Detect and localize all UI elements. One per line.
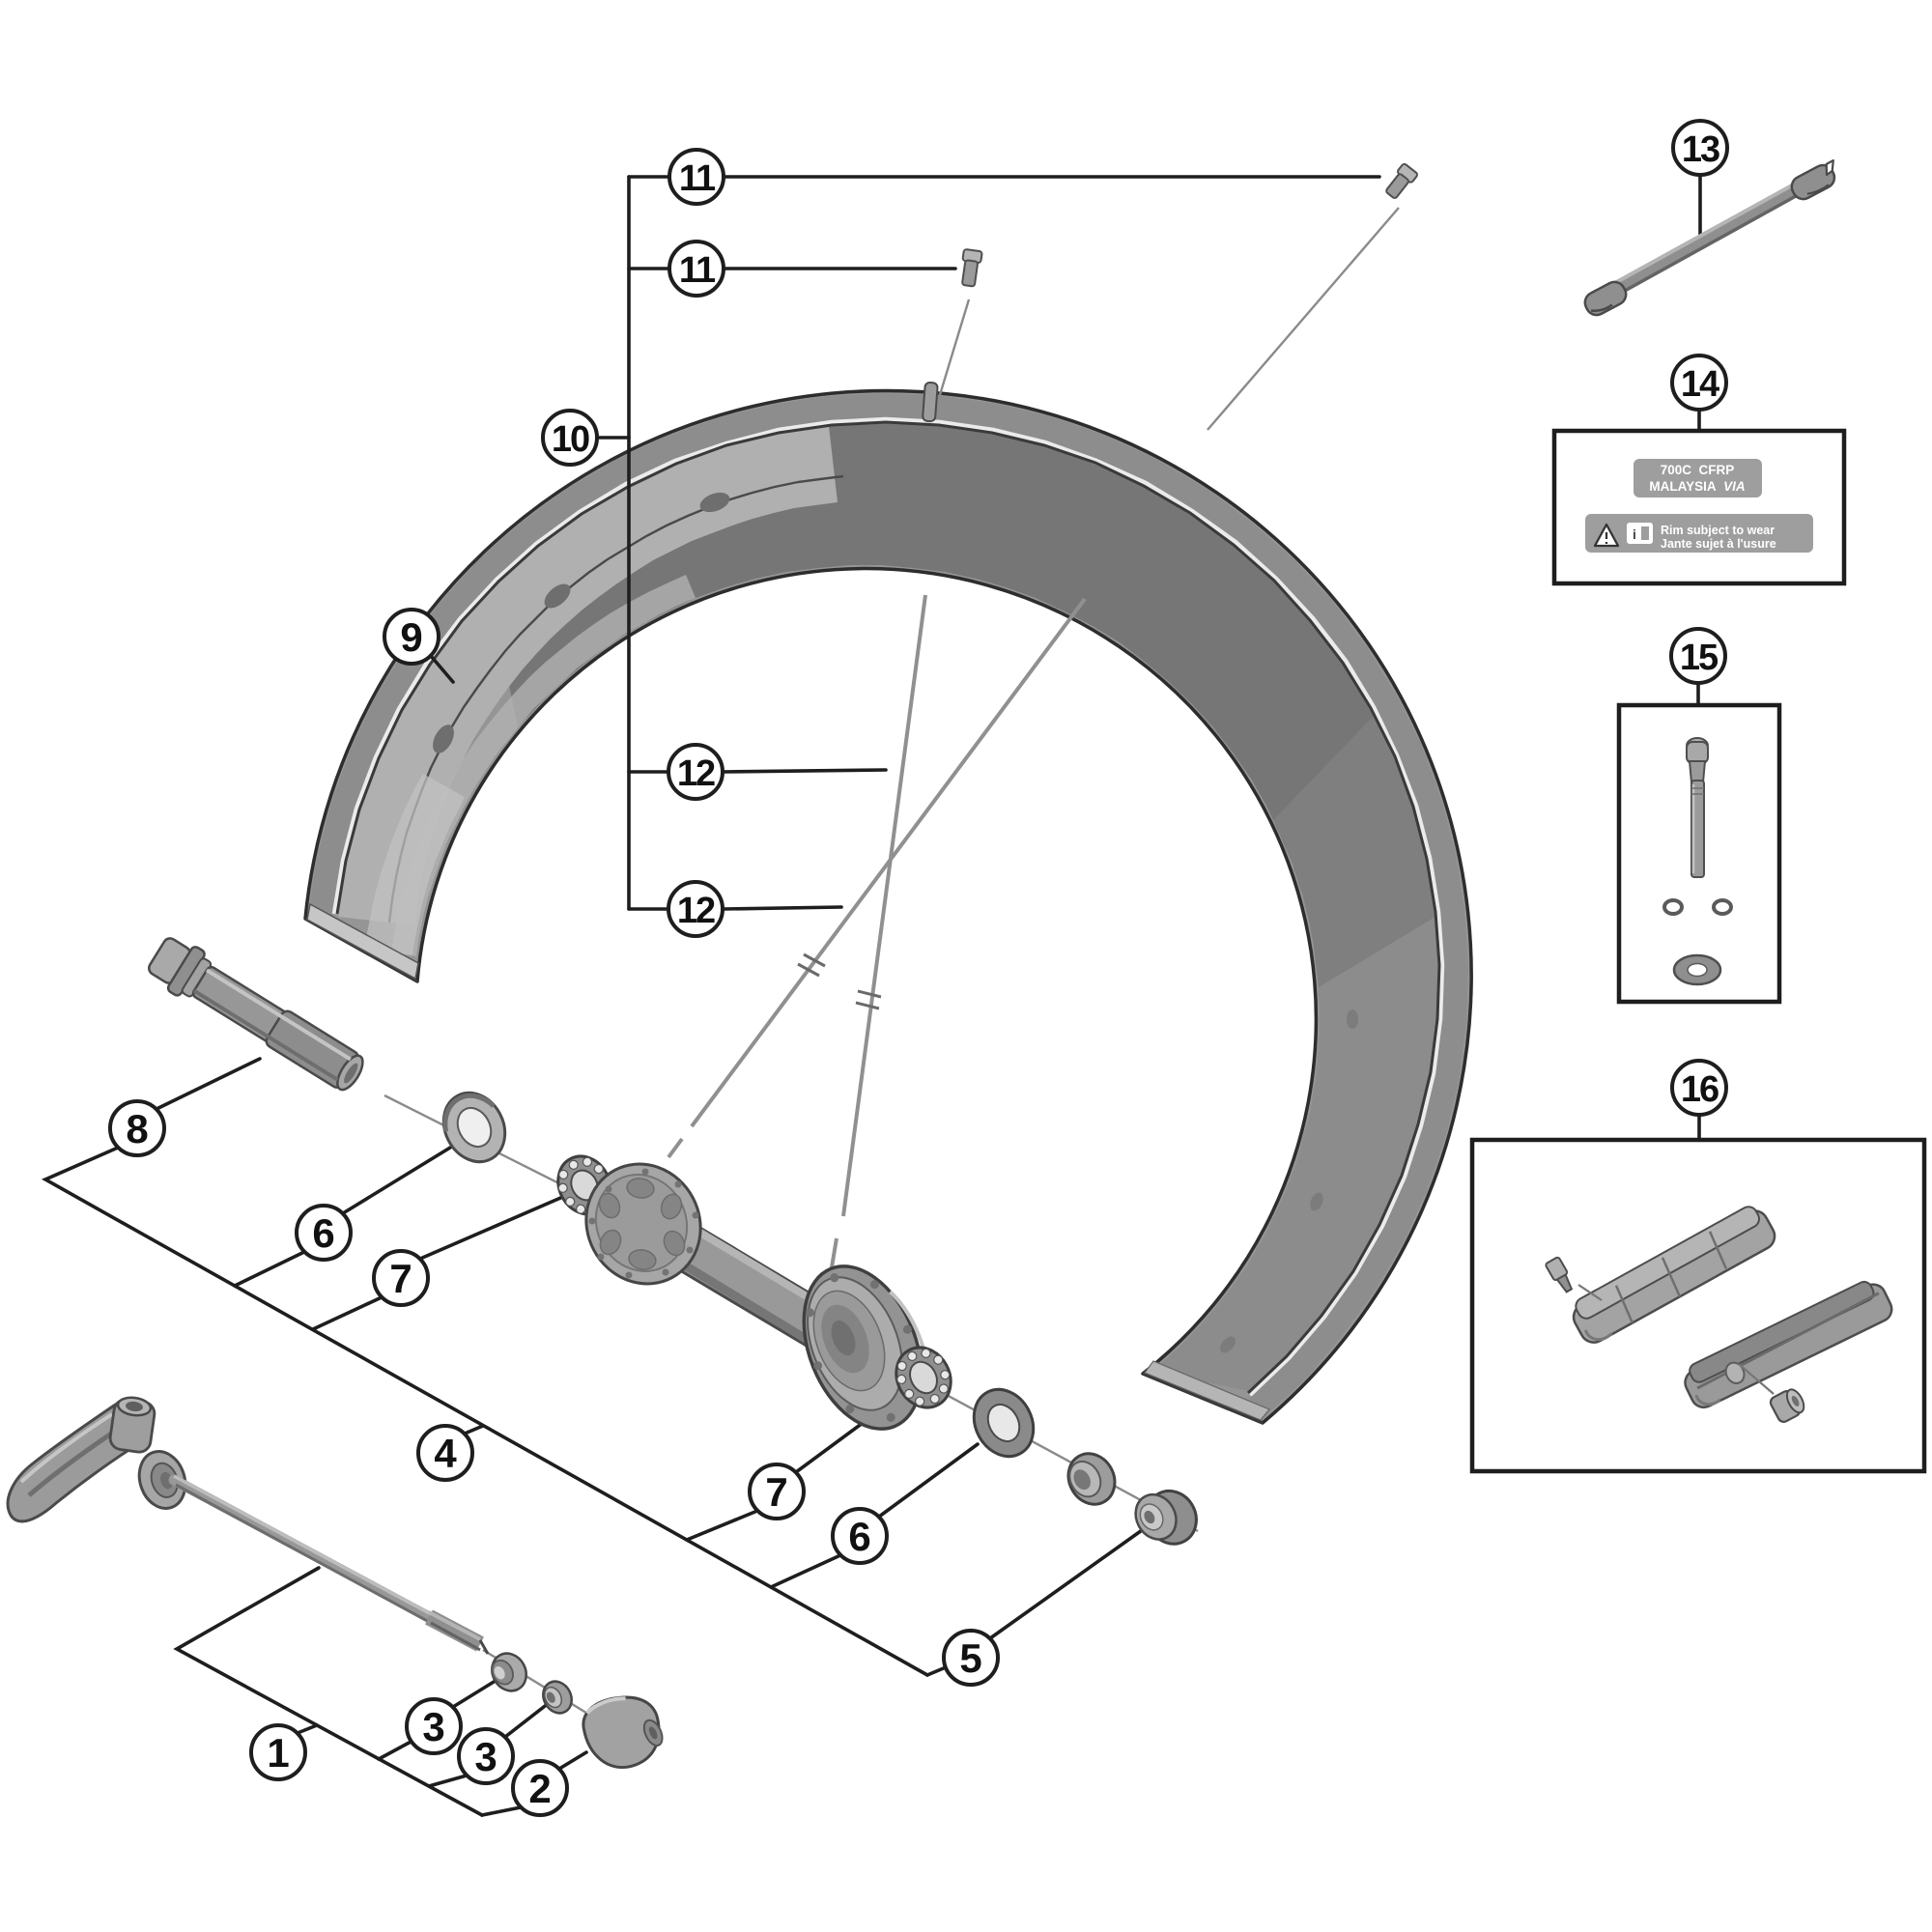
- svg-text:7: 7: [389, 1256, 412, 1301]
- svg-text:7: 7: [765, 1469, 787, 1515]
- svg-text:6: 6: [312, 1210, 334, 1256]
- svg-text:2: 2: [528, 1766, 551, 1811]
- svg-text:13: 13: [1682, 129, 1719, 170]
- svg-text:9: 9: [400, 614, 422, 660]
- svg-text:15: 15: [1680, 638, 1719, 678]
- svg-text:i: i: [1633, 526, 1636, 542]
- svg-text:Jante sujet à l'usure: Jante sujet à l'usure: [1661, 537, 1776, 551]
- svg-text:3: 3: [474, 1734, 497, 1779]
- svg-text:10: 10: [552, 419, 589, 460]
- svg-text:5: 5: [959, 1635, 981, 1681]
- svg-text:1: 1: [267, 1730, 289, 1776]
- svg-text:12: 12: [677, 891, 715, 931]
- svg-text:Rim subject to wear: Rim subject to wear: [1661, 524, 1775, 537]
- svg-text:8: 8: [126, 1106, 148, 1151]
- svg-text:700C CFRP: 700C CFRP: [1661, 463, 1735, 477]
- svg-text:11: 11: [679, 250, 716, 291]
- svg-text:MALAYSIA VIA: MALAYSIA VIA: [1649, 479, 1745, 494]
- svg-text:3: 3: [422, 1704, 444, 1749]
- svg-text:12: 12: [677, 753, 715, 794]
- svg-text:6: 6: [848, 1514, 870, 1559]
- svg-text:4: 4: [434, 1431, 457, 1476]
- svg-text:16: 16: [1681, 1069, 1719, 1110]
- svg-text:14: 14: [1681, 364, 1719, 405]
- svg-text:11: 11: [679, 158, 716, 199]
